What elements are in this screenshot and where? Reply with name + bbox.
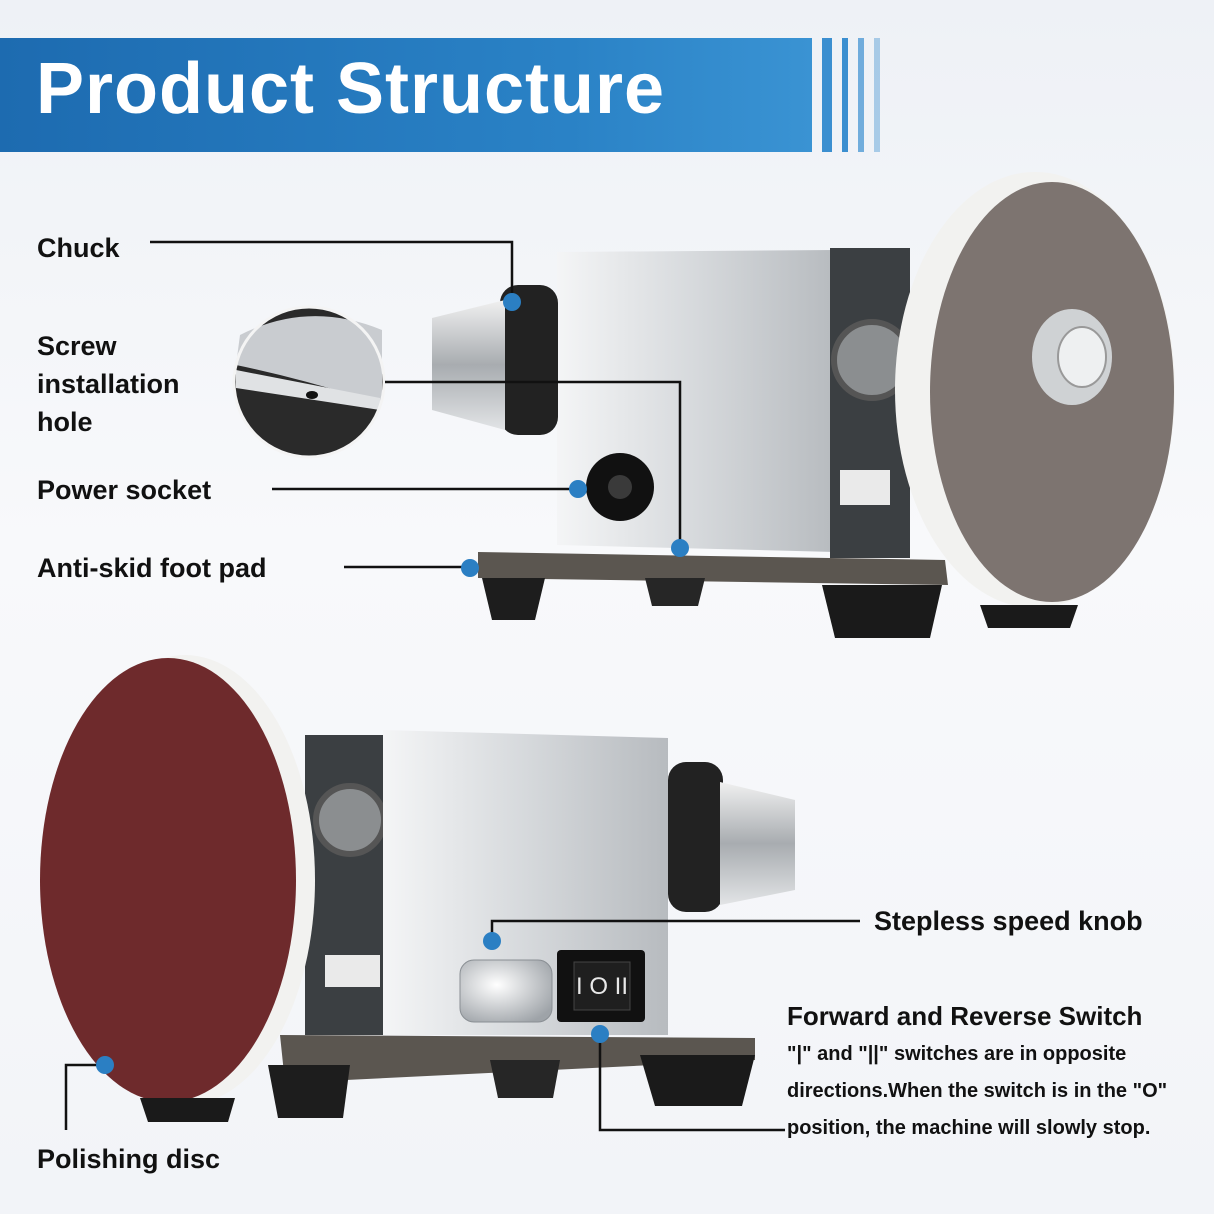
label-screw-hole: Screw installation hole bbox=[37, 331, 180, 437]
top-device bbox=[432, 172, 1175, 638]
foot bbox=[640, 1055, 755, 1106]
label-chuck: Chuck bbox=[37, 233, 120, 263]
fr-switch-description: "|" and "||" switches are in opposite di… bbox=[787, 1043, 1168, 1139]
polishing-disc-bottom bbox=[40, 658, 296, 1102]
label-power-socket: Power socket bbox=[37, 475, 212, 505]
screw-hole-magnifier bbox=[232, 305, 386, 459]
page-title: Product Structure bbox=[36, 49, 666, 129]
bottom-device: I O II bbox=[40, 655, 795, 1122]
foot bbox=[490, 1060, 560, 1098]
speed-knob bbox=[459, 959, 553, 1023]
base-plate bbox=[478, 552, 948, 585]
label-polishing-disc: Polishing disc bbox=[37, 1144, 221, 1174]
foot bbox=[822, 585, 942, 638]
banner-stripes bbox=[818, 38, 888, 152]
foot bbox=[268, 1065, 350, 1118]
label-foot-pad: Anti-skid foot pad bbox=[37, 553, 267, 583]
chuck bbox=[432, 300, 505, 430]
callout-lines bbox=[64, 240, 860, 1132]
chuck-collar bbox=[500, 285, 558, 435]
foot bbox=[482, 578, 545, 620]
label-fr-switch: Forward and Reverse Switch bbox=[787, 1001, 1143, 1031]
switch-glyph: I O II bbox=[576, 973, 628, 1000]
title-banner bbox=[0, 38, 812, 152]
foot bbox=[645, 578, 705, 606]
base-plate bbox=[280, 1035, 755, 1083]
chuck bbox=[720, 782, 795, 905]
label-speed-knob: Stepless speed knob bbox=[874, 906, 1143, 936]
callout-markers bbox=[96, 293, 689, 1074]
chuck-collar bbox=[668, 762, 723, 912]
